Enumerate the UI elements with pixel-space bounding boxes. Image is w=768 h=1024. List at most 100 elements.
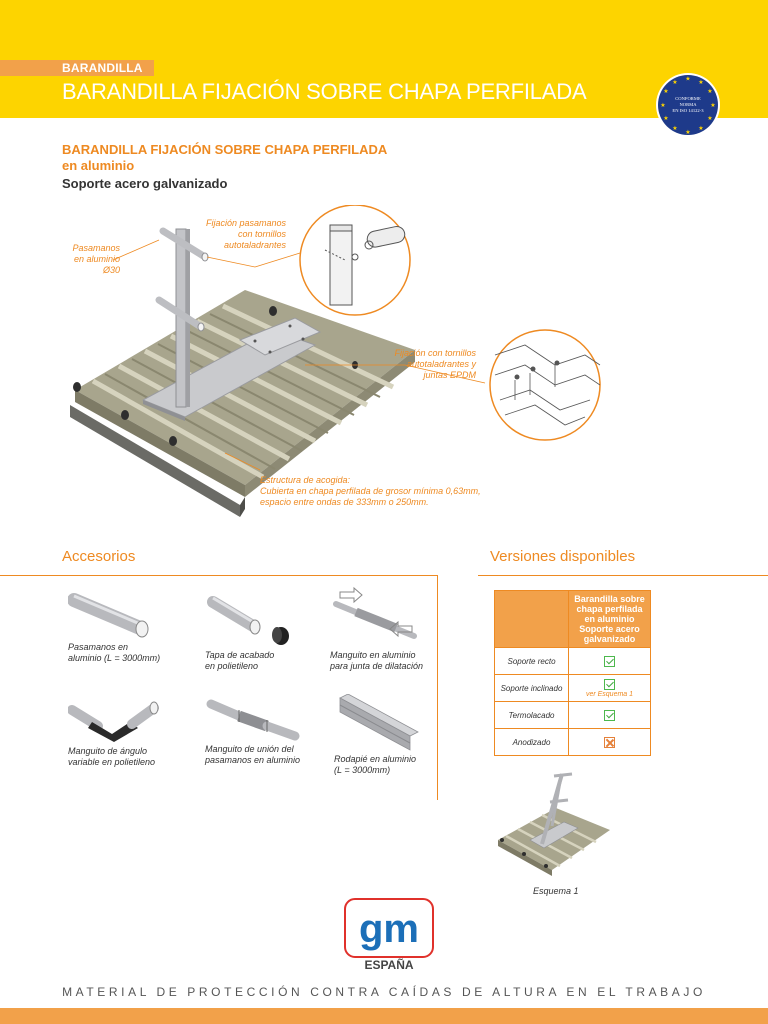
accessory-caption-line: variable en polietileno — [68, 757, 156, 767]
detail-sheet-fixing — [489, 329, 601, 441]
svg-text:★: ★ — [685, 76, 690, 83]
scheme-1-illustration — [498, 772, 610, 876]
version-label: Termolacado — [494, 701, 569, 729]
svg-text:★: ★ — [663, 115, 668, 122]
versions-table-column-header: Barandilla sobre chapa perfilada en alum… — [568, 590, 651, 648]
callout-line: espacio entre ondas de 333mm o 250mm. — [260, 497, 429, 507]
seal-line-3: EN ISO 14122-3 — [672, 108, 704, 113]
versions-table-header-row: Barandilla sobre chapa perfilada en alum… — [494, 590, 651, 648]
accessory-union-sleeve: Manguito de unión del pasamanos en alumi… — [205, 696, 325, 766]
check-icon — [604, 709, 615, 721]
callout-line: juntas EPDM — [423, 370, 476, 380]
accessory-expansion-sleeve: Manguito en aluminio para junta de dilat… — [330, 586, 450, 672]
accessory-caption-line: para junta de dilatación — [330, 661, 424, 671]
accessory-caption-line: (L = 3000mm) — [334, 765, 391, 775]
end-cap-icon — [207, 596, 289, 645]
column-header-line: Barandilla sobre — [574, 594, 645, 604]
column-header-line: chapa perfilada — [576, 604, 643, 614]
gm-logo-icon: gm — [344, 898, 434, 958]
accessories-divider — [437, 575, 438, 800]
check-icon — [604, 678, 615, 690]
callout-line: autotaladrantes y — [406, 359, 476, 369]
accessory-caption-line: Manguito de unión del — [205, 744, 294, 754]
svg-text:★: ★ — [710, 102, 715, 109]
callout-line: Fijación con tornillos — [394, 348, 476, 358]
accessory-caption-line: Manguito de ángulo — [68, 746, 148, 756]
table-row: Soporte inclinado ver Esquema 1 — [494, 674, 651, 702]
product-title: BARANDILLA FIJACIÓN SOBRE CHAPA PERFILAD… — [62, 142, 388, 157]
svg-text:★: ★ — [698, 125, 703, 132]
aluminium-handrails — [155, 227, 209, 332]
versions-heading: Versiones disponibles — [490, 548, 636, 565]
callout-line: Ø30 — [102, 265, 120, 275]
column-header-line: en aluminio — [584, 614, 635, 624]
angle-sleeve-icon — [68, 701, 159, 742]
version-label: Soporte recto — [494, 647, 569, 675]
section-tag-label: BARANDILLA — [62, 61, 143, 75]
callout-line: en aluminio — [73, 254, 120, 264]
callout-line: Pasamanos — [72, 243, 120, 253]
version-status — [568, 647, 651, 675]
callout-line: autotaladrantes — [223, 240, 286, 250]
accessory-caption-line: Pasamanos en — [68, 642, 129, 652]
svg-text:★: ★ — [698, 79, 703, 86]
svg-text:★: ★ — [672, 79, 677, 86]
section-tag: BARANDILLA — [0, 60, 154, 76]
handrail-tube-icon — [68, 593, 149, 638]
callout-line: Fijación pasamanos — [205, 218, 286, 228]
version-note: ver Esquema 1 — [585, 690, 634, 698]
footer-tagline: MATERIAL DE PROTECCIÓN CONTRA CAÍDAS DE … — [62, 985, 706, 999]
column-header-line: galvanizado — [583, 634, 636, 644]
detail-handrail-fixing — [299, 205, 411, 316]
toe-board-icon — [339, 694, 419, 751]
logo-letters: gm — [359, 907, 419, 951]
svg-text:★: ★ — [672, 125, 677, 132]
versions-rule — [478, 575, 768, 576]
svg-text:★: ★ — [707, 115, 712, 122]
version-label: Soporte inclinado — [494, 674, 569, 702]
version-status: ver Esquema 1 — [568, 674, 651, 702]
callout-line: con tornillos — [237, 229, 286, 239]
accessory-caption-line: Manguito en aluminio — [330, 650, 416, 660]
callout-estructura: Estructura de acogida: Cubierta en chapa… — [260, 475, 530, 508]
callout-fijacion-pasamanos: Fijación pasamanos con tornillos autotal… — [196, 218, 286, 251]
accessories-heading: Accesorios — [62, 548, 136, 565]
table-row: Termolacado — [494, 701, 651, 729]
accessories-rule — [0, 575, 438, 576]
version-status — [568, 728, 651, 756]
product-support: Soporte acero galvanizado — [62, 176, 228, 191]
accessory-toe-board: Rodapié en aluminio (L = 3000mm) — [334, 694, 454, 776]
main-product-illustration — [70, 205, 601, 517]
seal-line-2: NORMA — [679, 102, 697, 107]
scheme-caption: Esquema 1 — [533, 886, 579, 896]
svg-text:★: ★ — [660, 102, 665, 109]
version-label: Anodizado — [494, 728, 569, 756]
accessory-handrail: Pasamanos en aluminio (L = 3000mm) — [68, 590, 188, 664]
svg-text:★: ★ — [685, 129, 690, 136]
accessory-caption-line: aluminio (L = 3000mm) — [68, 653, 161, 663]
accessory-caption-line: Tapa de acabado — [205, 650, 275, 660]
check-icon — [604, 655, 615, 667]
eu-conformity-seal-icon: ★ ★ ★ ★ ★ ★ ★ ★ ★ ★ ★ ★ CONFORME NORMA E… — [656, 73, 720, 137]
versions-table-corner — [494, 590, 569, 648]
product-material: en aluminio — [62, 158, 135, 173]
header-band: BARANDILLA BARANDILLA FIJACIÓN SOBRE CHA… — [0, 0, 768, 118]
union-sleeve-icon — [206, 699, 300, 741]
logo-country: ESPAÑA — [364, 958, 414, 972]
footer-bar — [0, 1008, 768, 1024]
column-header-line: Soporte acero — [579, 624, 640, 634]
cross-icon — [604, 736, 615, 748]
accessory-caption-line: Rodapié en aluminio — [334, 754, 417, 764]
callout-line: Estructura de acogida: — [260, 475, 351, 485]
table-row: Anodizado — [494, 728, 651, 756]
callout-line: Cubierta en chapa perfilada de grosor mí… — [260, 486, 481, 496]
svg-text:★: ★ — [707, 88, 712, 95]
svg-text:★: ★ — [663, 88, 668, 95]
callout-pasamanos: Pasamanos en aluminio Ø30 — [62, 243, 120, 276]
page-title: BARANDILLA FIJACIÓN SOBRE CHAPA PERFILAD… — [62, 79, 587, 104]
callout-fijacion-tornillos: Fijación con tornillos autotaladrantes y… — [380, 348, 476, 381]
profiled-roof-sheet — [70, 290, 415, 517]
accessory-caption-line: en polietileno — [205, 661, 259, 671]
accessory-end-cap: Tapa de acabado en polietileno — [205, 590, 325, 672]
